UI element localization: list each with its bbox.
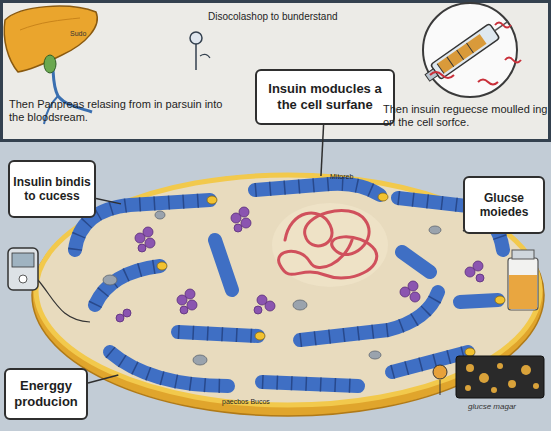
node-text: Disocolashop to bunderstand [208, 11, 388, 23]
header-band: Disocolashop to bunderstandThen Panpreas… [0, 0, 551, 142]
node-text: Mitoreb [330, 173, 400, 181]
glucose-meter-part [19, 275, 27, 283]
node-text: Insulin bindis to cucess [13, 175, 91, 204]
sugar-tray-part-part [508, 380, 516, 388]
organ-label: Sudo [70, 30, 86, 37]
sugar-tray-part-part [533, 383, 539, 389]
node-text: Then Panpreas relasing from in parsuin i… [9, 98, 224, 124]
node-text: Energgy producion [9, 378, 83, 409]
sugar-tray-part-part [521, 365, 531, 375]
molecule-label: glucse magar [468, 402, 516, 411]
glucose-meter-part [12, 253, 34, 267]
node-text: Then insuin reguecse moulled ing on the … [383, 103, 551, 129]
node-text: Glucse moiedes [468, 191, 540, 220]
callout-box: Energgy producion [4, 368, 88, 420]
callout-box: Insulin bindis to cucess [8, 160, 96, 218]
node-text: paecbos Bucos [222, 398, 322, 406]
callout-box: Insuin moducles a the cell surfane [255, 69, 395, 125]
sugar-tray-part-part [491, 387, 497, 393]
callout-box: Glucse moiedes [463, 176, 545, 234]
cell-rim [32, 174, 544, 416]
cytoplasm [36, 175, 540, 405]
sugar-tray-part-part [465, 385, 471, 391]
node-text: Insuin moducles a the cell surfane [260, 81, 390, 112]
